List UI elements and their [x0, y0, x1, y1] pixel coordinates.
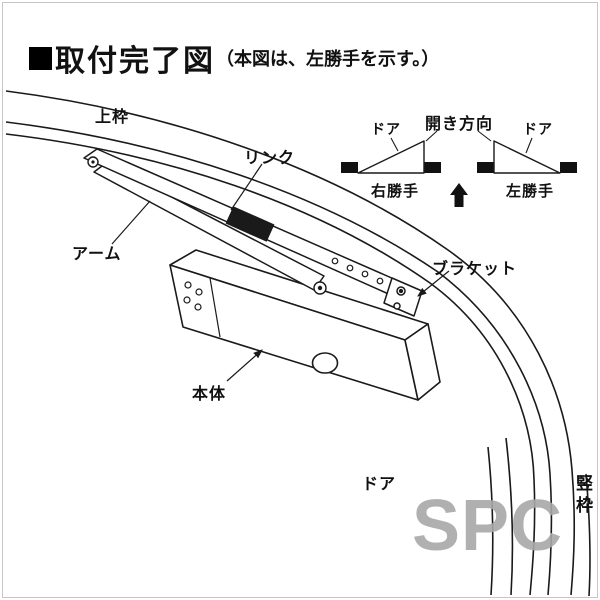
body-leader: [226, 349, 263, 382]
black-square-icon: [29, 46, 52, 70]
left-hand-door-swing: [493, 140, 561, 174]
frame-jamb-blocks: [341, 162, 577, 173]
legend-door-right: ドア: [523, 121, 553, 137]
pinion-joint: [313, 281, 327, 295]
page-title: 取付完了図: [55, 45, 215, 78]
label-bracket: ブラケット: [432, 261, 518, 278]
vertical-frame-line: [585, 473, 591, 597]
screw-heads-link: [331, 257, 384, 285]
label-link: リンク: [244, 150, 296, 167]
link-leader: [230, 163, 263, 211]
valve-circle: [311, 352, 339, 374]
right-hand-door-swing: [357, 140, 425, 174]
screw-heads-body: [183, 281, 203, 311]
watermark: SPC: [412, 486, 564, 566]
legend-right-hand: 右勝手: [371, 183, 420, 200]
page-title-row: 取付完了図 （本図は、左勝手を示す。）: [29, 36, 439, 80]
legend-left-hand: 左勝手: [506, 183, 555, 200]
label-door: ドア: [362, 476, 397, 493]
bracket-shape: [383, 277, 423, 317]
elbow-joint: [87, 156, 99, 168]
legend-door-left: ドア: [371, 121, 401, 137]
adjuster-shape: [225, 206, 275, 242]
legend-opening-direction: 開き方向: [425, 116, 494, 133]
label-vertical-frame: 竪枠: [573, 474, 592, 518]
label-arm: アーム: [72, 246, 122, 263]
up-arrow-icon: [450, 183, 468, 207]
handedness-mini-diagrams: [341, 130, 577, 207]
closer-body-shape: [169, 249, 441, 401]
page-title-note: （本図は、左勝手を示す。）: [216, 49, 440, 69]
frame-curves: [5, 90, 591, 597]
bracket-leader: [417, 270, 450, 297]
arm-leader: [111, 200, 151, 245]
legend-leader-lines: [390, 130, 533, 154]
leader-lines: [111, 163, 450, 382]
label-top-frame: 上枠: [95, 109, 130, 126]
label-body: 本体: [192, 386, 227, 403]
